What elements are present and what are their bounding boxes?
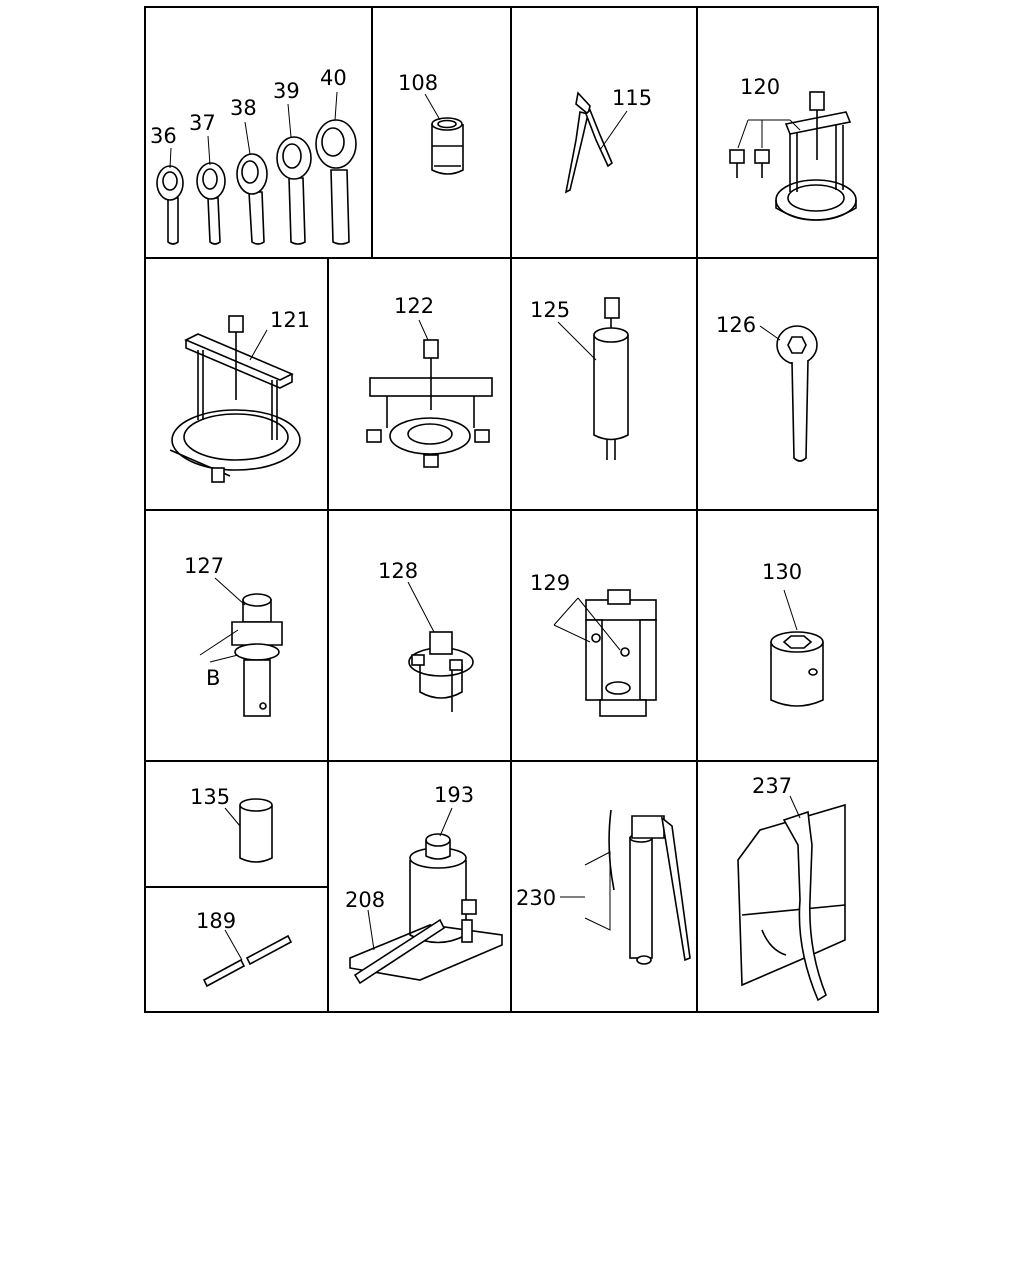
box-socket-illustration bbox=[770, 589, 824, 707]
label-189: 189 bbox=[196, 909, 236, 933]
tool-grid bbox=[144, 6, 879, 1013]
grease-gun-illustration bbox=[560, 809, 691, 965]
label-B: B bbox=[206, 666, 220, 690]
label-127: 127 bbox=[184, 554, 224, 578]
wrench-40 bbox=[315, 91, 357, 245]
label-230: 230 bbox=[516, 886, 556, 910]
label-38: 38 bbox=[230, 96, 257, 120]
deep-socket-illustration bbox=[424, 93, 464, 175]
label-128: 128 bbox=[378, 559, 418, 583]
tool-bag-illustration bbox=[737, 795, 846, 1002]
label-122: 122 bbox=[394, 294, 434, 318]
label-125: 125 bbox=[530, 298, 570, 322]
pliers-illustration bbox=[564, 91, 628, 194]
label-129: 129 bbox=[530, 571, 570, 595]
installer-127-illustration bbox=[199, 577, 283, 717]
puller-120-illustration bbox=[729, 91, 857, 221]
puller-121-illustration bbox=[169, 315, 301, 483]
label-36: 36 bbox=[150, 124, 177, 148]
label-37: 37 bbox=[189, 111, 216, 135]
wrench-38 bbox=[236, 121, 268, 245]
label-39: 39 bbox=[273, 79, 300, 103]
label-121: 121 bbox=[270, 308, 310, 332]
label-40: 40 bbox=[320, 66, 347, 90]
wrench-36 bbox=[156, 147, 184, 245]
hook-wrench-illustration bbox=[759, 325, 818, 462]
label-108: 108 bbox=[398, 71, 438, 95]
label-130: 130 bbox=[762, 560, 802, 584]
label-120: 120 bbox=[740, 75, 780, 99]
label-237: 237 bbox=[752, 774, 792, 798]
ring-wrenches-illustration bbox=[156, 91, 357, 245]
label-126: 126 bbox=[716, 313, 756, 337]
slide-hammer-illustration bbox=[557, 297, 629, 460]
callout-labels: 36 37 38 39 40 108 115 120 121 122 125 1… bbox=[150, 66, 802, 933]
wrench-37 bbox=[196, 135, 226, 245]
label-208: 208 bbox=[345, 888, 385, 912]
label-115: 115 bbox=[612, 86, 652, 110]
bottle-jack-illustration bbox=[349, 807, 503, 985]
installer-128-illustration bbox=[407, 581, 474, 712]
sleeve-135-illustration bbox=[224, 798, 273, 863]
wrench-39 bbox=[276, 103, 312, 245]
label-135: 135 bbox=[190, 785, 230, 809]
pin-189-illustration bbox=[202, 929, 293, 988]
puller-122-illustration bbox=[366, 319, 493, 468]
label-193: 193 bbox=[434, 783, 474, 807]
installer-129-illustration bbox=[553, 589, 657, 717]
